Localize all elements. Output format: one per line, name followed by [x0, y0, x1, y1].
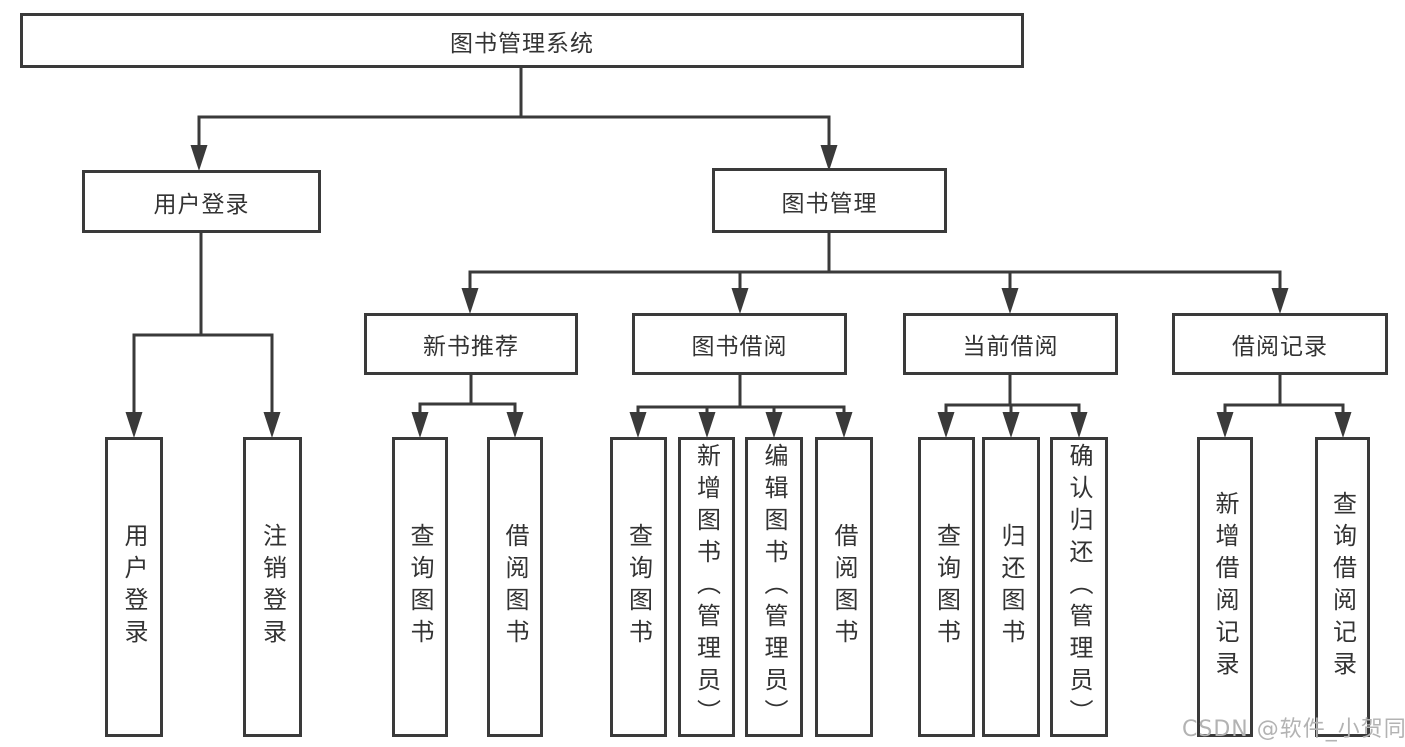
leaf-query-books-borrowing: 查询图书 — [610, 437, 667, 737]
leaf-edit-books-admin: 编辑图书（管理员） — [745, 437, 803, 737]
node-book-management: 图书管理 — [712, 168, 947, 233]
node-book-borrowing: 图书借阅 — [632, 313, 847, 375]
leaf-borrow-books-recommend: 借阅图书 — [487, 437, 543, 737]
node-borrowing-records: 借阅记录 — [1172, 313, 1388, 375]
node-user-login: 用户登录 — [82, 170, 321, 233]
leaf-query-books-current: 查询图书 — [918, 437, 975, 737]
csdn-watermark: CSDN @软件_小贺同学 — [1182, 717, 1405, 742]
leaf-confirm-return-admin: 确认归还（管理员） — [1050, 437, 1108, 737]
leaf-user-login: 用户登录 — [105, 437, 163, 737]
leaf-logout: 注销登录 — [243, 437, 302, 737]
leaf-add-books-admin: 新增图书（管理员） — [678, 437, 735, 737]
leaf-return-books: 归还图书 — [982, 437, 1040, 737]
leaf-query-books-recommend: 查询图书 — [392, 437, 448, 737]
leaf-query-borrow-record: 查询借阅记录 — [1315, 437, 1370, 737]
leaf-add-borrow-record: 新增借阅记录 — [1197, 437, 1253, 737]
leaf-borrow-books-borrowing: 借阅图书 — [815, 437, 873, 737]
node-current-borrowing: 当前借阅 — [903, 313, 1118, 375]
node-library-system: 图书管理系统 — [20, 13, 1024, 68]
node-new-book-recommendation: 新书推荐 — [364, 313, 578, 375]
